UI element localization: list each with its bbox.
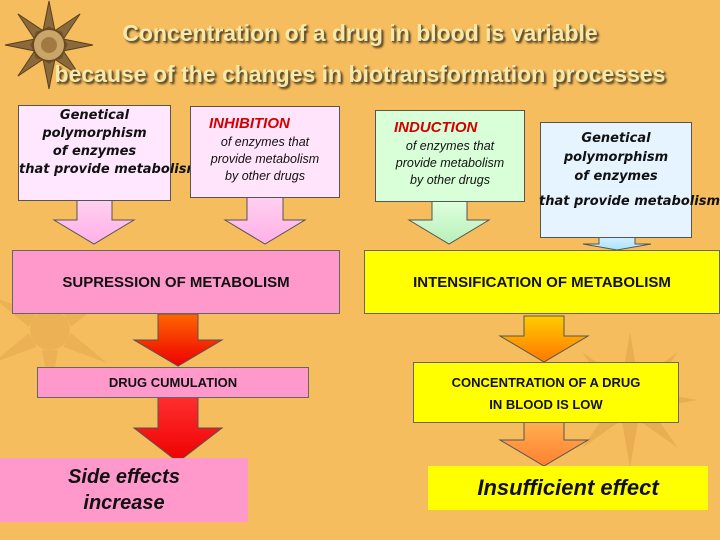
sun-ornament-large	[4, 0, 94, 90]
genetic-right-line-2: polymorphism	[563, 150, 669, 165]
low-concentration-line-2: IN BLOOD IS LOW	[489, 397, 603, 412]
arrow-genetic-left	[52, 199, 136, 245]
induction-box: INDUCTION of enzymes that provide metabo…	[375, 110, 525, 202]
induction-heading: INDUCTION	[394, 119, 478, 136]
genetic-polymorphism-box-right: Genetical polymorphism of enzymes	[540, 122, 692, 238]
inhibition-line-3: by other drugs	[225, 169, 305, 183]
arrow-inhibition	[223, 195, 307, 245]
genetic-right-line-1: Genetical	[581, 131, 651, 146]
genetic-left-line-2: polymorphism	[42, 126, 147, 141]
arrow-induction	[407, 199, 491, 245]
side-effects-line-2: increase	[83, 492, 165, 514]
low-concentration-box: CONCENTRATION OF A DRUG IN BLOOD IS LOW	[413, 362, 679, 423]
title-line-1: Concentration of a drug in blood is vari…	[122, 20, 598, 46]
inhibition-line-2: provide metabolism	[210, 152, 320, 166]
arrow-intensification-to-low	[498, 315, 590, 363]
inhibition-heading: INHIBITION	[209, 115, 290, 132]
genetic-polymorphism-box-left: Genetical polymorphism of enzymes that p…	[18, 105, 200, 201]
genetic-right-line-3: of enzymes	[574, 169, 658, 184]
inhibition-box: INHIBITION of enzymes that provide metab…	[190, 106, 340, 198]
arrow-cumulation-to-side-effects	[132, 395, 224, 463]
suppression-of-metabolism-box: SUPRESSION OF METABOLISM	[12, 250, 340, 314]
genetic-left-line-4: that provide metabolism	[19, 162, 200, 177]
genetic-left-line-1: Genetical	[59, 108, 130, 123]
genetic-left-line-3: of enzymes	[52, 144, 137, 159]
arrow-low-to-insufficient	[498, 421, 590, 467]
arrow-suppression-to-cumulation	[132, 313, 224, 367]
side-effects-increase-box: Side effects increase	[0, 458, 248, 522]
arrow-genetic-right	[582, 235, 652, 251]
insufficient-effect-box: Insufficient effect	[428, 466, 708, 510]
drug-cumulation-label: DRUG CUMULATION	[108, 375, 238, 390]
induction-line-2: provide metabolism	[395, 156, 505, 170]
side-effects-line-1: Side effects	[68, 466, 180, 488]
induction-line-3: by other drugs	[410, 173, 490, 187]
low-concentration-line-1: CONCENTRATION OF A DRUG	[451, 375, 641, 390]
intensification-of-metabolism-box: INTENSIFICATION OF METABOLISM	[364, 250, 720, 314]
induction-line-1: of enzymes that	[405, 139, 495, 153]
genetic-right-line-4: that provide metabolism	[539, 194, 720, 209]
title-line-2: because of the changes in biotransformat…	[54, 61, 666, 87]
inhibition-line-1: of enzymes that	[220, 135, 310, 149]
insufficient-effect-label: Insufficient effect	[477, 475, 659, 500]
drug-cumulation-box: DRUG CUMULATION	[37, 367, 309, 398]
